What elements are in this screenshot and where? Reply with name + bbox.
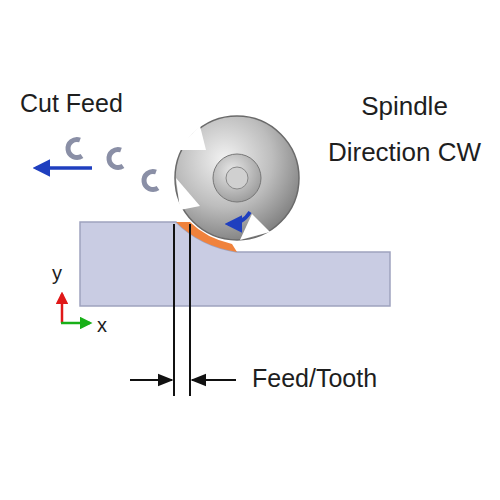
feed-arrow [36, 166, 92, 170]
feed-label: Cut Feed [20, 88, 170, 118]
chips [68, 139, 158, 189]
axis-label: x [97, 314, 117, 336]
axis-label: y [52, 262, 72, 284]
dimension [130, 224, 236, 396]
feed-tooth-label: Feed/Tooth [252, 363, 452, 393]
cutter [175, 116, 299, 240]
y-axis [61, 294, 64, 323]
spindle-label: Spindle Direction CW [322, 84, 487, 175]
x-axis [61, 322, 90, 325]
